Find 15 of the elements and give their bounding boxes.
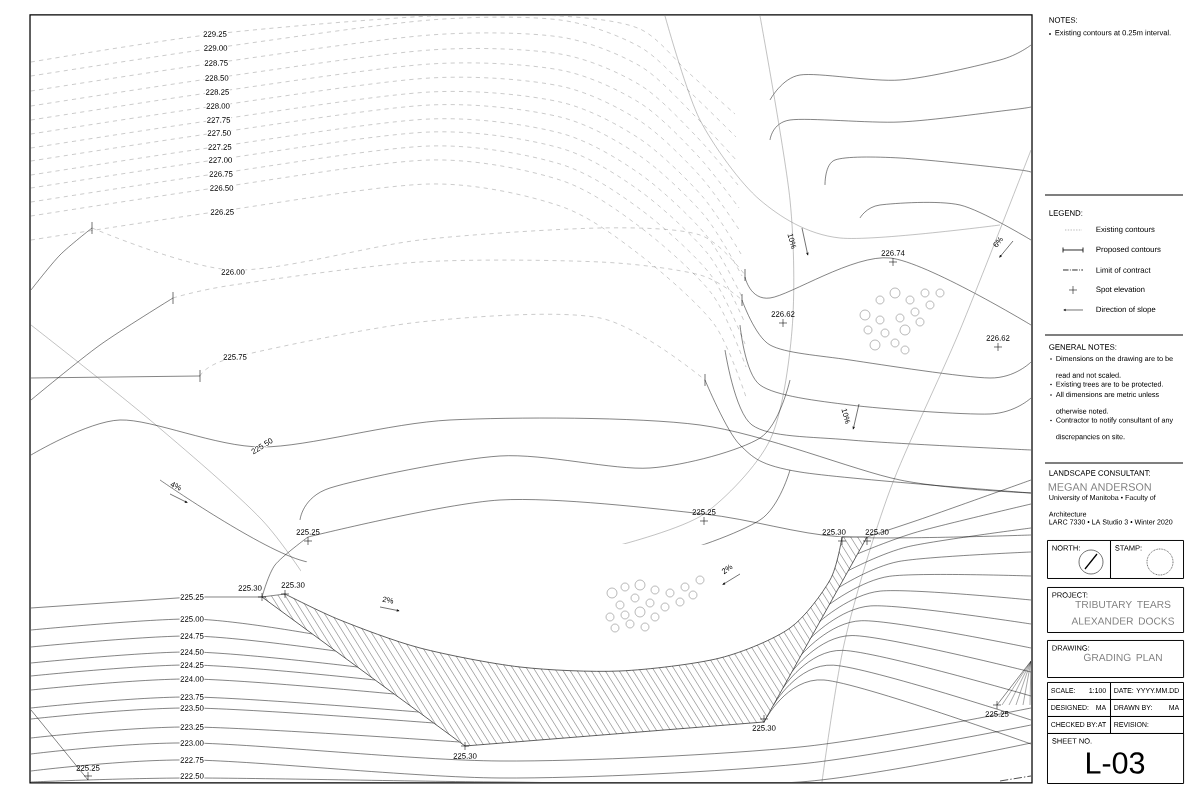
title-block-box xyxy=(1047,682,1111,700)
title-block-box xyxy=(1047,540,1111,579)
title-block-box xyxy=(1047,716,1111,734)
title-block-box xyxy=(1110,716,1184,734)
sheet-number: L-03 xyxy=(1087,752,1145,774)
title-block-box xyxy=(1047,699,1111,717)
title-block-box xyxy=(1110,699,1184,717)
field-value: TRIBUTARY TEARS ALEXANDER DOCKS xyxy=(1071,600,1175,625)
title-block-box xyxy=(1047,587,1185,633)
title-block-box xyxy=(1047,733,1185,784)
title-block-box xyxy=(1110,540,1184,579)
consultant-name: MEGAN ANDERSON xyxy=(1048,483,1151,491)
title-block-box xyxy=(1047,640,1185,678)
title-block-box xyxy=(1110,682,1184,700)
field-value: GRADING PLAN xyxy=(1083,653,1162,662)
